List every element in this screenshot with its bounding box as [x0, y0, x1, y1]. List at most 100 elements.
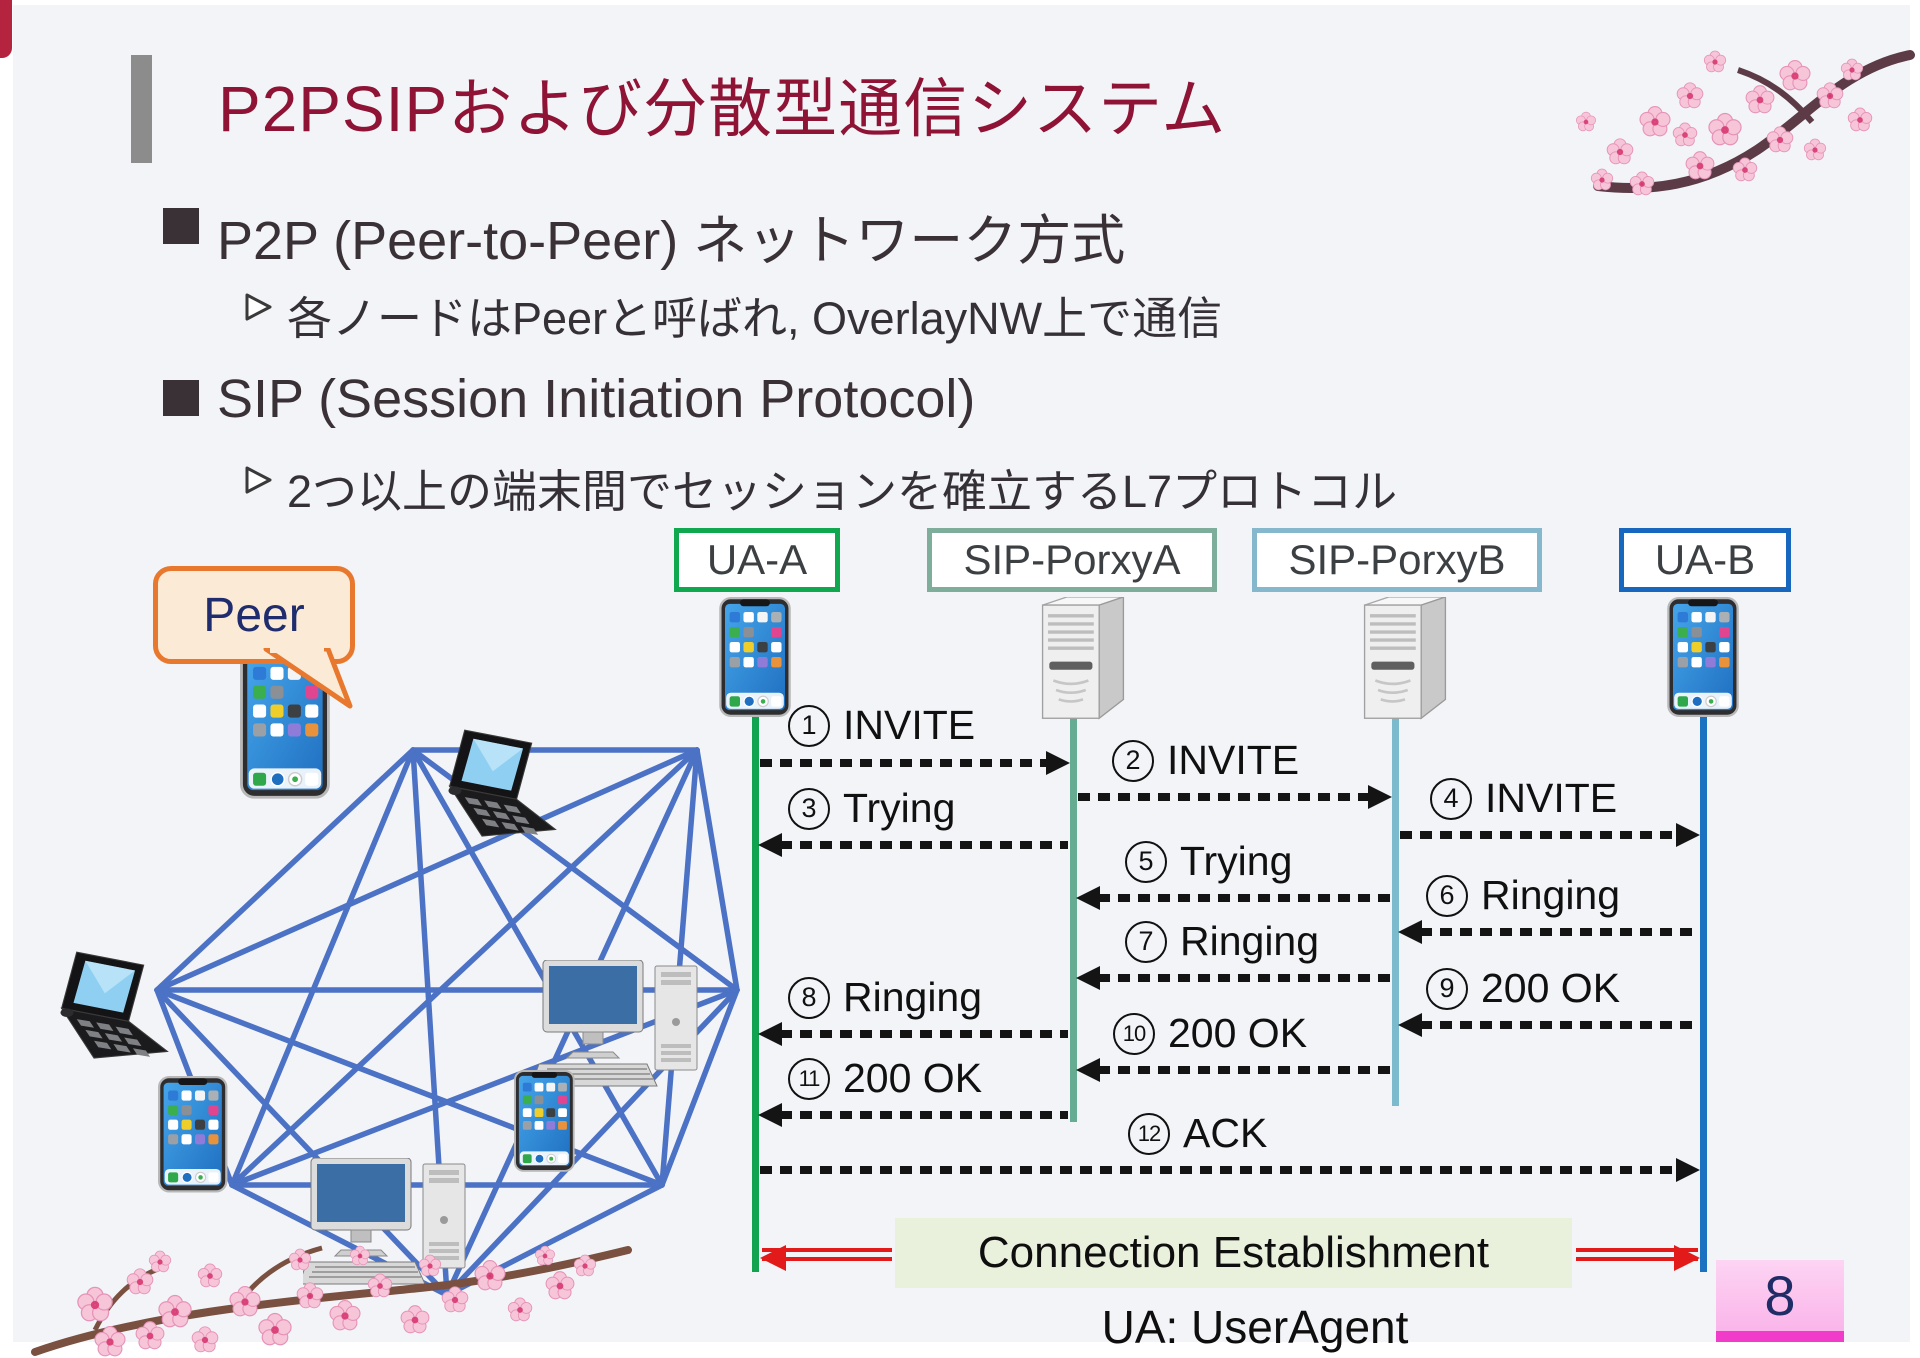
actor-label: UA-A: [706, 536, 808, 583]
message-arrow-7-left: [1076, 966, 1390, 990]
bullet-sip: SIP (Session Initiation Protocol): [163, 368, 975, 430]
dotted-line: [1098, 1066, 1390, 1074]
dotted-line: [1420, 1021, 1698, 1029]
sub-bullet-text: 2つ以上の端末間でセッションを確立するL7プロトコル: [287, 466, 1398, 517]
red-arrowhead-left-icon: [760, 1245, 786, 1271]
connection-establishment-label: Connection Establishment: [977, 1228, 1490, 1277]
connection-arrow-left: [760, 1245, 892, 1271]
message-arrow-4-right: [1400, 823, 1700, 847]
peer-callout: Peer: [153, 566, 355, 664]
page-title: P2PSIPおよび分散型通信システム: [218, 73, 1227, 145]
dotted-line: [1420, 928, 1698, 936]
message-arrow-11-left: [758, 1103, 1068, 1127]
square-bullet-icon: [163, 380, 199, 416]
arrowhead-icon: [758, 1103, 782, 1127]
arrowhead-bullet-icon: [245, 293, 272, 321]
message-text: 200 OK: [843, 1055, 983, 1101]
message-arrow-12-right: [760, 1158, 1700, 1182]
message-number: 7: [1125, 920, 1167, 963]
dotted-line: [760, 1166, 1678, 1174]
message-number: 2: [1112, 739, 1154, 782]
dotted-line: [1098, 974, 1390, 982]
arrowhead-bullet-icon: [245, 466, 272, 494]
bullet-text: P2P (Peer-to-Peer) ネットワーク方式: [217, 211, 1126, 271]
message-number: 1: [788, 704, 830, 747]
message-label-12: 12 ACK: [1128, 1110, 1267, 1157]
actor-box-ua-b: UA-B: [1619, 528, 1791, 592]
corner-decoration: [0, 0, 12, 58]
message-text: INVITE: [1485, 775, 1618, 821]
message-label-10: 10 200 OK: [1113, 1010, 1307, 1057]
message-text: INVITE: [1167, 737, 1300, 783]
message-number: 11: [788, 1057, 830, 1100]
arrowhead-icon: [758, 1022, 782, 1046]
arrowhead-icon: [1398, 920, 1422, 944]
smartphone-icon: [719, 597, 791, 717]
lifeline-ua-a: [751, 710, 759, 1272]
ua-footnote: UA: UserAgent: [1101, 1301, 1409, 1353]
page-number: 8: [1764, 1264, 1796, 1327]
message-label-1: 1 INVITE: [788, 702, 975, 749]
arrowhead-icon: [1076, 886, 1100, 910]
arrowhead-icon: [1046, 751, 1070, 775]
title-accent-bar: [131, 55, 152, 163]
message-label-4: 4 INVITE: [1430, 775, 1617, 822]
message-arrow-1-right: [760, 751, 1070, 775]
arrowhead-icon: [1368, 785, 1392, 809]
actor-box-ua-a: UA-A: [674, 528, 840, 592]
dotted-line: [760, 759, 1048, 767]
message-text: 200 OK: [1481, 965, 1621, 1011]
message-text: INVITE: [843, 702, 976, 748]
message-text: Trying: [1180, 838, 1293, 884]
actor-label: UA-B: [1654, 536, 1756, 583]
server-icon: [1351, 597, 1459, 725]
message-label-2: 2 INVITE: [1112, 737, 1299, 784]
message-label-6: 6 Ringing: [1426, 872, 1620, 919]
actor-box-sip-porxyb: SIP-PorxyB: [1252, 528, 1542, 592]
lifeline-sip-porxya: [1069, 710, 1077, 1122]
sub-bullet-text: 各ノードはPeerと呼ばれ, OverlayNW上で通信: [287, 293, 1223, 344]
arrowhead-icon: [1076, 1058, 1100, 1082]
bullet-text: SIP (Session Initiation Protocol): [217, 369, 976, 429]
message-number: 4: [1430, 777, 1472, 820]
message-number: 3: [788, 787, 830, 830]
red-arrowhead-right-icon: [1674, 1245, 1700, 1271]
dotted-line: [780, 841, 1068, 849]
arrowhead-icon: [1076, 966, 1100, 990]
square-bullet-icon: [163, 208, 199, 244]
message-number: 10: [1113, 1012, 1155, 1055]
message-number: 8: [788, 976, 830, 1019]
sub-bullet-p2p: 各ノードはPeerと呼ばれ, OverlayNW上で通信: [243, 282, 1222, 347]
message-number: 6: [1426, 874, 1468, 917]
message-arrow-3-left: [758, 833, 1068, 857]
connection-arrow-right: [1576, 1245, 1700, 1271]
actor-label: SIP-PorxyA: [963, 536, 1181, 583]
actor-box-sip-porxya: SIP-PorxyA: [927, 528, 1217, 592]
message-arrow-10-left: [1076, 1058, 1390, 1082]
lifeline-sip-porxyb: [1391, 710, 1399, 1106]
message-arrow-6-left: [1398, 920, 1698, 944]
message-text: 200 OK: [1168, 1010, 1308, 1056]
message-text: Ringing: [1481, 872, 1621, 918]
page-number-badge: 8: [1716, 1260, 1844, 1342]
message-number: 12: [1128, 1112, 1170, 1155]
peer-callout-tail: [263, 648, 353, 709]
server-icon: [1029, 597, 1137, 725]
bullet-p2p: P2P (Peer-to-Peer) ネットワーク方式: [163, 196, 1125, 275]
message-arrow-9-left: [1398, 1013, 1698, 1037]
actor-label: SIP-PorxyB: [1288, 536, 1506, 583]
dotted-line: [780, 1111, 1068, 1119]
message-arrow-8-left: [758, 1022, 1068, 1046]
message-text: ACK: [1183, 1110, 1268, 1156]
lifeline-ua-b: [1699, 710, 1707, 1272]
message-arrow-2-right: [1078, 785, 1392, 809]
sub-bullet-sip: 2つ以上の端末間でセッションを確立するL7プロトコル: [243, 455, 1397, 520]
smartphone-icon: [1667, 597, 1739, 717]
arrowhead-icon: [758, 833, 782, 857]
dotted-line: [1078, 793, 1370, 801]
